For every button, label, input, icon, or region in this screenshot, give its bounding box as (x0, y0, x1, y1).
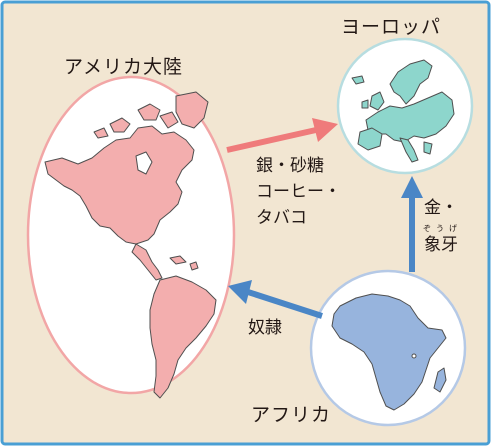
goods-americas-to-europe: 銀・砂糖 コーヒー・ タバコ (256, 153, 341, 231)
ruby-ivory: ぞうげ (423, 224, 462, 233)
goods-line-silver-sugar: 銀・砂糖 (256, 156, 324, 176)
goods-africa-to-americas-slaves: 奴隷 (248, 318, 282, 338)
region-label-africa: アフリカ (251, 404, 332, 426)
europe-continent-map-icon (351, 59, 455, 163)
africa-continent-map-icon (331, 293, 447, 411)
goods-line-coffee: コーヒー・ (256, 182, 341, 202)
region-label-europe: ヨーロッパ (341, 16, 442, 38)
goods-africa-to-europe-gold: 金・ (424, 198, 458, 218)
arrowhead-africa-to-americas (228, 280, 252, 304)
goods-line-tobacco: タバコ (256, 208, 307, 228)
region-label-americas: アメリカ大陸 (64, 56, 184, 78)
arrow-americas-to-europe (226, 127, 317, 153)
arrowhead-africa-to-europe (401, 176, 423, 198)
americas-continent-map-icon (44, 91, 217, 399)
goods-africa-to-europe-ivory: 象牙 (424, 235, 458, 255)
arrow-africa-to-americas (247, 289, 323, 319)
arrowhead-americas-to-europe (312, 118, 338, 142)
